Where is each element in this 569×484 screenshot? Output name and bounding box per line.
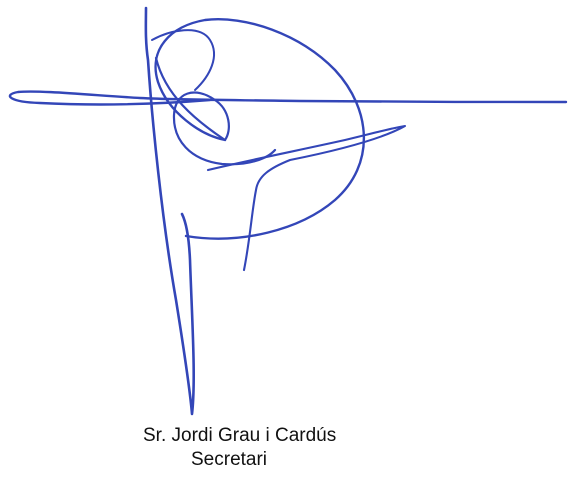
signature-circle-loop xyxy=(154,18,365,240)
signature-horizontal-stroke xyxy=(8,90,568,106)
signatory-block: Sr. Jordi Grau i Cardús Secretari xyxy=(143,424,428,472)
signature-vertical-stroke xyxy=(144,6,196,416)
signature-upper-swirl xyxy=(151,29,215,91)
signature-inner-loop xyxy=(154,56,277,166)
signatory-role: Secretari xyxy=(191,449,268,470)
signatory-name: Sr. Jordi Grau i Cardús xyxy=(143,425,337,446)
signature-tail-stroke xyxy=(206,124,407,272)
